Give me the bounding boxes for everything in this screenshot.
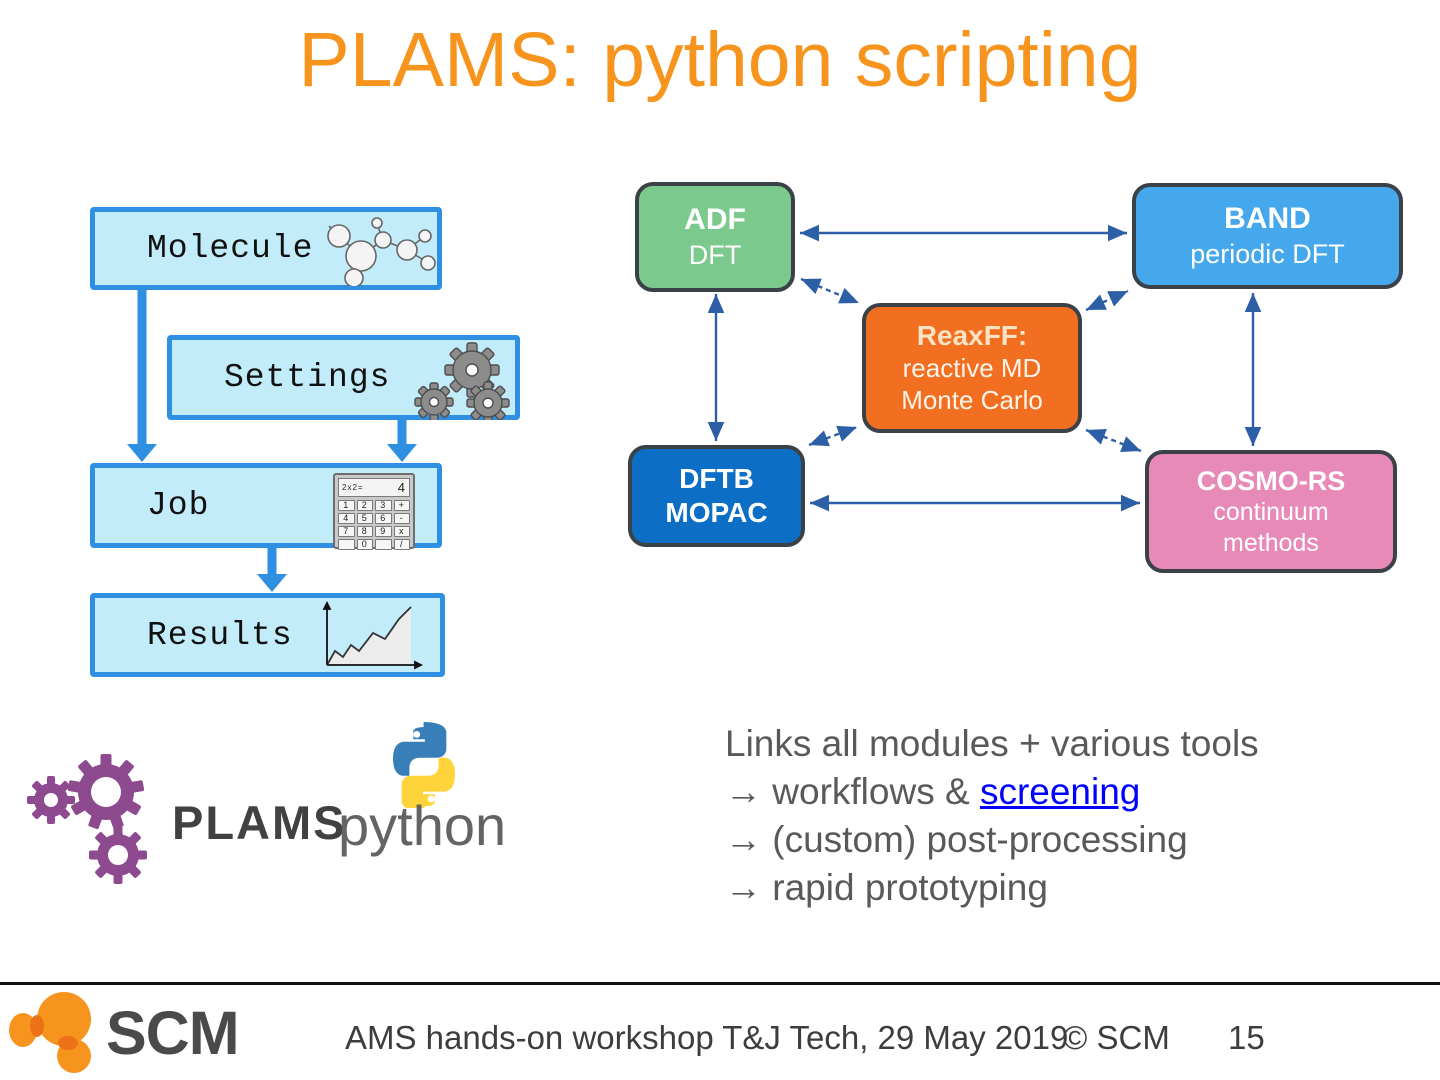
footer-copyright: © SCM	[1063, 1019, 1170, 1056]
module-box-dftb: DFTB MOPAC	[628, 445, 805, 547]
flow-box-molecule: Molecule	[90, 207, 442, 290]
flow-box-settings: Settings	[167, 335, 520, 420]
results-label: Results	[147, 616, 293, 654]
module-box-cosmors: COSMO-RS continuum methods	[1145, 450, 1397, 573]
calculator-keypad: 1 2 3 + 4 5 6 - 7 8 9 x 0 /	[338, 500, 410, 550]
plams-gears-icon	[27, 754, 147, 884]
module-box-reaxff: ReaxFF: reactive MD Monte Carlo	[862, 303, 1082, 433]
cosmors-title: COSMO-RS	[1196, 465, 1346, 496]
band-title: BAND	[1224, 202, 1311, 236]
body-line-2: → workflows & screening	[725, 771, 1141, 812]
calculator-icon: 2x2= 4 1 2 3 + 4 5 6 - 7 8 9 x 0 /	[333, 473, 415, 550]
adf-subtitle: DFT	[688, 239, 742, 270]
results-chart-icon	[322, 601, 424, 670]
body-line-1: Links all modules + various tools	[725, 723, 1259, 764]
footer-workshop-text: AMS hands-on workshop T&J Tech, 29 May 2…	[345, 1019, 1069, 1056]
molecule-label: Molecule	[147, 230, 314, 267]
scm-logo-text: SCM	[106, 999, 240, 1067]
scm-logo-icon	[9, 992, 91, 1073]
settings-label: Settings	[224, 359, 391, 396]
molecule-icon	[327, 217, 436, 286]
body-text: Links all modules + various tools → work…	[725, 720, 1259, 912]
body-line-3: → (custom) post-processing	[725, 819, 1188, 860]
module-box-adf: ADF DFT	[635, 182, 795, 292]
gears-icon	[414, 342, 510, 420]
modules-diagram-arrows	[707, 224, 1262, 512]
calculator-display: 2x2= 4	[338, 478, 410, 497]
reaxff-line3: Monte Carlo	[901, 385, 1043, 416]
flow-box-results: Results	[90, 593, 445, 677]
cosmors-line3: methods	[1223, 528, 1319, 557]
module-box-band: BAND periodic DFT	[1132, 183, 1403, 289]
cosmors-line2: continuum	[1213, 498, 1329, 527]
python-logo-icon	[393, 722, 455, 808]
footer-page-number: 15	[1228, 1019, 1265, 1056]
flowchart-arrows	[127, 288, 417, 592]
reaxff-line2: reactive MD	[902, 353, 1042, 384]
python-logo-text: python	[338, 794, 507, 857]
flow-box-job: Job 2x2= 4 1 2 3 + 4 5 6 - 7 8 9 x 0	[90, 463, 442, 550]
body-line-4: → rapid prototyping	[725, 867, 1048, 908]
footer-divider	[0, 982, 1440, 985]
job-label: Job	[147, 487, 210, 524]
dftb-subtitle: MOPAC	[665, 497, 768, 528]
adf-title: ADF	[684, 203, 746, 237]
plams-logo-text: PLAMS	[172, 796, 347, 849]
screening-link[interactable]: screening	[979, 771, 1141, 812]
reaxff-title: ReaxFF:	[916, 320, 1028, 352]
page-title: PLAMS: python scripting	[298, 17, 1142, 103]
band-subtitle: periodic DFT	[1190, 238, 1345, 269]
dftb-title: DFTB	[679, 462, 754, 494]
